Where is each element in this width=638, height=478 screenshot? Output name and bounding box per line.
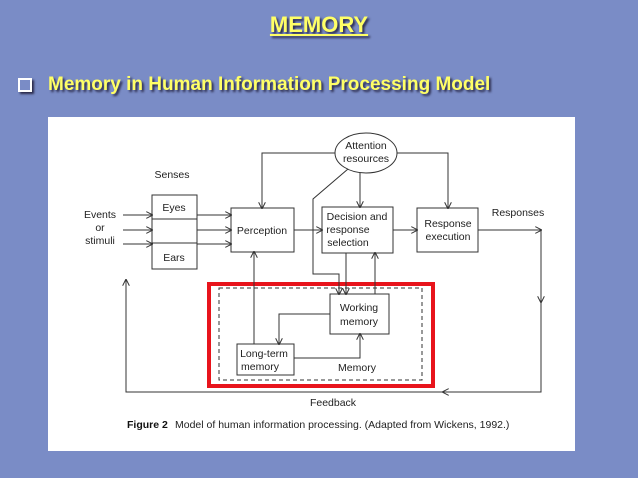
memory-label: Memory [338,362,377,374]
response-execution-label-1: Response [424,218,471,230]
ltm-label-2: memory [241,361,280,373]
attention-to-response-arrow [397,152,448,208]
bullet-item: Memory in Human Information Processing M… [18,74,490,96]
attention-to-perception-arrow [262,152,335,208]
working-memory-label-2: memory [340,316,379,328]
figure-panel: Attention resources Senses Events or sti… [48,117,575,451]
decision-box [321,206,394,254]
figure-caption-text: Model of human information processing. (… [175,419,509,431]
events-label-2: or [95,222,105,234]
long-term-memory-box [236,343,295,376]
eyes-box [151,194,198,220]
hollow-square-bullet-icon [18,78,32,92]
attention-label-1: Attention [345,140,387,152]
bullet-text: Memory in Human Information Processing M… [48,74,491,95]
decision-label-2: response [326,224,369,236]
working-memory-label-1: Working [340,302,378,314]
attention-label-2: resources [343,153,389,165]
decision-label-3: selection [327,237,369,249]
information-processing-diagram: Attention resources Senses Events or sti… [84,132,575,431]
slide-title: MEMORY [269,12,369,37]
ears-box [151,242,198,270]
attention-to-working-memory-arrow [312,168,349,294]
responses-label: Responses [492,207,545,219]
ltm-label-1: Long-term [240,348,288,360]
figure-caption-label: Figure 2 [127,419,168,431]
feedback-label: Feedback [310,397,357,409]
ltm-to-working-memory-arrow [294,334,360,359]
ears-label: Ears [163,252,185,264]
senses-middle-box [151,218,198,244]
eyes-label: Eyes [162,202,185,214]
response-execution-label-2: execution [426,231,471,243]
response-execution-box [416,207,479,253]
perception-box [230,207,295,253]
senses-label: Senses [154,169,189,181]
feedback-loop-arrow [126,280,542,393]
events-label-1: Events [84,209,116,221]
working-memory-to-ltm-arrow [279,313,330,344]
events-label-3: stimuli [85,235,115,247]
memory-dashed-container [218,287,423,381]
perception-label: Perception [237,225,287,237]
working-memory-box [329,293,390,335]
memory-highlight-box [207,282,435,388]
decision-label-1: Decision and [327,211,388,223]
